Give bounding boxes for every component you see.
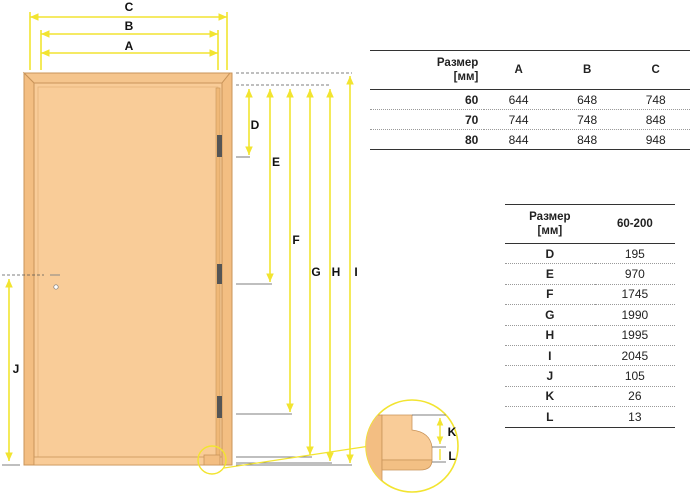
cell-c: 948 xyxy=(621,129,690,150)
table-row: 60 644 648 748 xyxy=(370,89,690,110)
cell-c: 848 xyxy=(621,109,690,130)
row-value: 1990 xyxy=(594,304,675,326)
row-size: 80 xyxy=(370,129,485,150)
row-label: F xyxy=(505,284,595,306)
row-value: 13 xyxy=(594,406,675,428)
row-label: D xyxy=(505,243,595,265)
table-header-row: Размер [мм] A B C xyxy=(370,50,690,90)
size-header-label: Размер xyxy=(436,57,479,69)
col-header-b: B xyxy=(552,50,622,90)
row-value: 195 xyxy=(594,243,675,265)
dim-label-i: I xyxy=(354,265,357,279)
row-label: L xyxy=(505,406,595,428)
row-label: E xyxy=(505,263,595,285)
door-frame xyxy=(22,71,233,466)
dimension-lines xyxy=(2,12,354,466)
col-header-a: A xyxy=(484,50,553,90)
row-label: I xyxy=(505,345,595,367)
cell-b: 748 xyxy=(552,109,622,130)
dim-label-e: E xyxy=(272,155,280,169)
table-row: 70 744 748 848 xyxy=(370,109,690,130)
size-header: Размер [мм] xyxy=(370,50,485,90)
door-leaf xyxy=(33,82,223,466)
row-value: 970 xyxy=(594,263,675,285)
row-label: J xyxy=(505,365,595,387)
row-value: 105 xyxy=(594,365,675,387)
row-size: 70 xyxy=(370,109,485,130)
dim-label-g: G xyxy=(311,265,320,279)
col-header-c: C xyxy=(621,50,690,90)
size-header-unit: [мм] xyxy=(453,71,479,83)
row-label: K xyxy=(505,386,595,408)
detail-leader-line xyxy=(223,445,371,469)
cell-b: 848 xyxy=(552,129,622,150)
dim-label-a: A xyxy=(125,39,134,53)
table-row: 80 844 848 948 xyxy=(370,129,690,150)
row-value: 2045 xyxy=(594,345,675,367)
detail-circle: K L xyxy=(365,399,459,493)
size-header: Размер [мм] xyxy=(505,204,595,244)
dim-label-c: C xyxy=(125,0,134,14)
dim-label-d: D xyxy=(251,118,260,132)
size-header-label: Размер xyxy=(529,211,571,223)
dim-label-f: F xyxy=(292,233,299,247)
row-size: 60 xyxy=(370,89,485,110)
dim-label-j: J xyxy=(13,362,20,376)
row-value: 1995 xyxy=(594,325,675,346)
col-header-range: 60-200 xyxy=(594,204,675,244)
table-header-row: Размер [мм] 60-200 xyxy=(505,204,675,244)
size-table: Размер [мм] A B C 60 644 648 748 70 744 … xyxy=(370,50,690,150)
row-label: H xyxy=(505,325,595,346)
dim-label-l: L xyxy=(448,449,455,463)
dim-label-b: B xyxy=(125,19,134,33)
dim-label-k: K xyxy=(448,425,457,439)
threshold-section xyxy=(33,445,227,475)
row-value: 1745 xyxy=(594,284,675,306)
row-label: G xyxy=(505,304,595,326)
cell-b: 648 xyxy=(552,89,622,110)
cell-a: 744 xyxy=(484,109,553,130)
cell-a: 844 xyxy=(484,129,553,150)
dimension-label-group: C B A D E F G H I J xyxy=(13,0,358,376)
row-value: 26 xyxy=(594,386,675,408)
cell-c: 748 xyxy=(621,89,690,110)
size-header-unit: [мм] xyxy=(537,225,563,237)
dim-label-h: H xyxy=(332,265,341,279)
lock-icon xyxy=(50,274,60,290)
cell-a: 644 xyxy=(484,89,553,110)
hinge-icon xyxy=(217,135,222,418)
